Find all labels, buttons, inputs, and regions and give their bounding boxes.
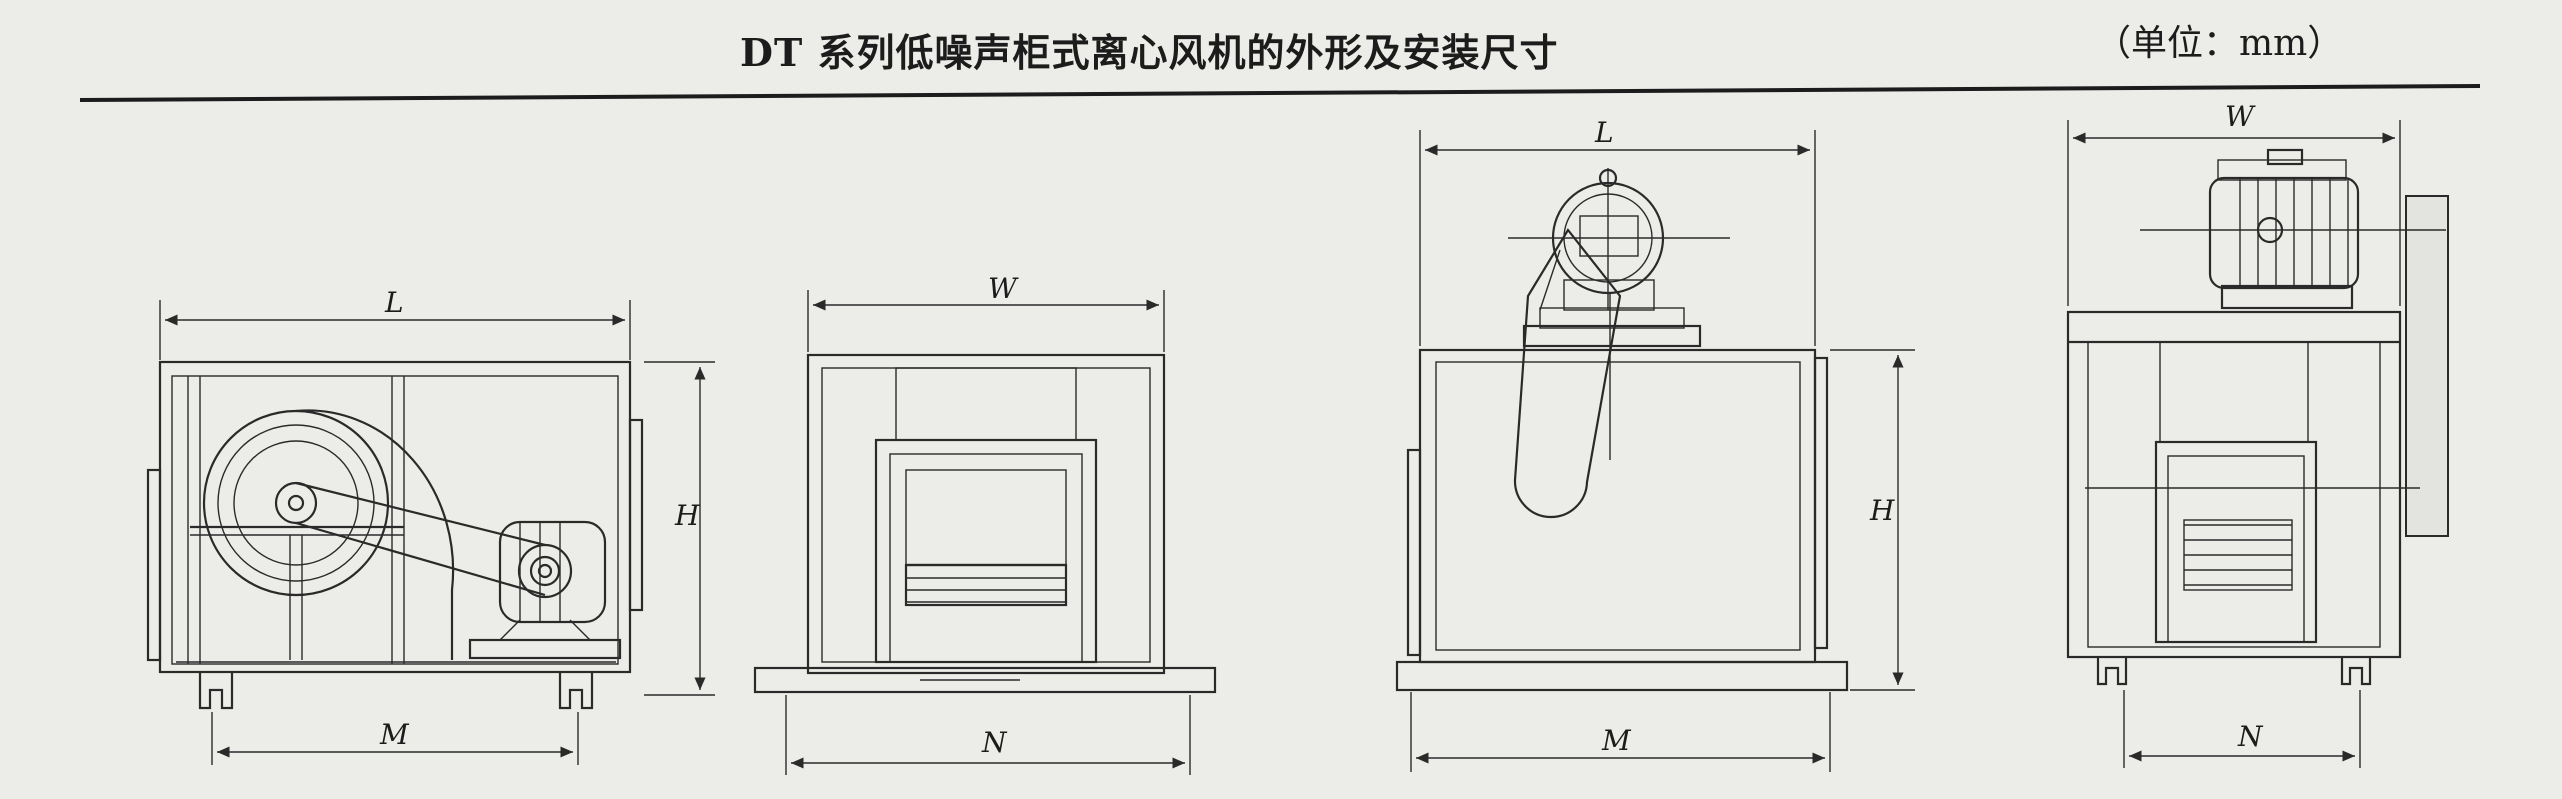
dimensions-view-1: L H M [159,286,715,765]
side-view-direct-drive [1395,168,1849,692]
dimensions-view-4: W N [2067,100,2401,768]
side-view-belt-drive [146,360,644,710]
header-rule [79,84,2481,102]
unit-note: （单位：mm） [2095,23,2344,64]
dim-label-L-view-1: L [384,286,404,319]
dimensions-view-3: L H M [1410,116,1915,772]
dim-label-H-view-1: H [674,499,700,532]
front-view-belt-drive [753,353,1217,694]
dim-label-L-view-3: L [1594,116,1614,149]
dim-label-M-view-3: M [1601,724,1632,757]
dim-label-N-view-4: N [2237,720,2264,753]
front-view-direct-drive [2066,148,2449,686]
dim-label-H-view-3: H [1869,494,1895,527]
dimensions-view-2: W N [785,272,1191,775]
page-title: DT 系列低噪声柜式离心风机的外形及安装尺寸 [740,30,1559,75]
dim-label-M-view-1: M [379,718,410,751]
dim-label-W-view-2: W [988,272,1019,305]
dim-label-N-view-2: N [981,726,1008,759]
dim-label-W-view-4: W [2225,100,2256,133]
